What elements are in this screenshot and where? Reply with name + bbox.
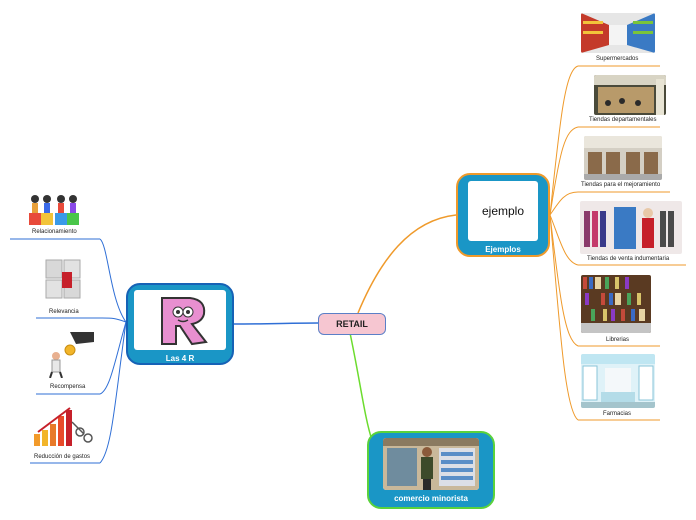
branch-las-4r-label: Las 4 R xyxy=(165,354,195,363)
supermarket-image xyxy=(581,13,655,53)
leaf-relacionamiento[interactable]: Relacionamiento xyxy=(32,229,77,235)
leaf-librerias[interactable]: Librerias xyxy=(606,337,630,343)
leaf-tiendas-departamentales[interactable]: Tiendas departamentales xyxy=(589,117,657,123)
branch-comercio-minorista[interactable]: comercio minorista xyxy=(367,431,495,509)
clothing-store-image xyxy=(580,201,682,254)
letter-r-image xyxy=(134,290,226,350)
leaf-reduccion-de-gastos[interactable]: Reducción de gastos xyxy=(34,454,91,460)
leaf-relevancia[interactable]: Relevancia xyxy=(49,309,79,315)
hand-coin-image xyxy=(40,328,96,378)
leaf-tiendas-para-el-mejoramiento[interactable]: Tiendas para el mejoramiento xyxy=(581,182,661,188)
department-store-image xyxy=(594,75,666,115)
branch-comercio-minorista-label: comercio minorista xyxy=(394,494,468,503)
branch-las-4r[interactable]: Las 4 R xyxy=(126,283,234,365)
leaf-tiendas-de-venta-indumentaria[interactable]: Tiendas de venta indumentaria xyxy=(587,256,670,262)
pharmacy-image xyxy=(581,354,655,408)
leaf-farmacias[interactable]: Farmacias xyxy=(603,411,632,417)
leaf-recompensa[interactable]: Recompensa xyxy=(50,384,86,390)
teamwork-puzzle-image xyxy=(27,191,81,229)
home-improvement-store-image xyxy=(584,136,662,180)
leaf-supermercados[interactable]: Supermercados xyxy=(596,56,639,62)
bar-chart-scissors-image xyxy=(32,402,94,450)
branch-ejemplos[interactable]: ejemplo Ejemplos xyxy=(456,173,550,257)
puzzle-piece-image xyxy=(42,254,84,304)
central-topic-label: RETAIL xyxy=(336,319,368,329)
store-shopper-image xyxy=(383,438,479,490)
central-topic[interactable]: RETAIL xyxy=(318,313,386,335)
ejemplo-image-text: ejemplo xyxy=(481,204,525,218)
ejemplo-image: ejemplo xyxy=(468,181,538,241)
branch-ejemplos-label: Ejemplos xyxy=(485,245,521,254)
bookstore-image xyxy=(581,275,651,333)
